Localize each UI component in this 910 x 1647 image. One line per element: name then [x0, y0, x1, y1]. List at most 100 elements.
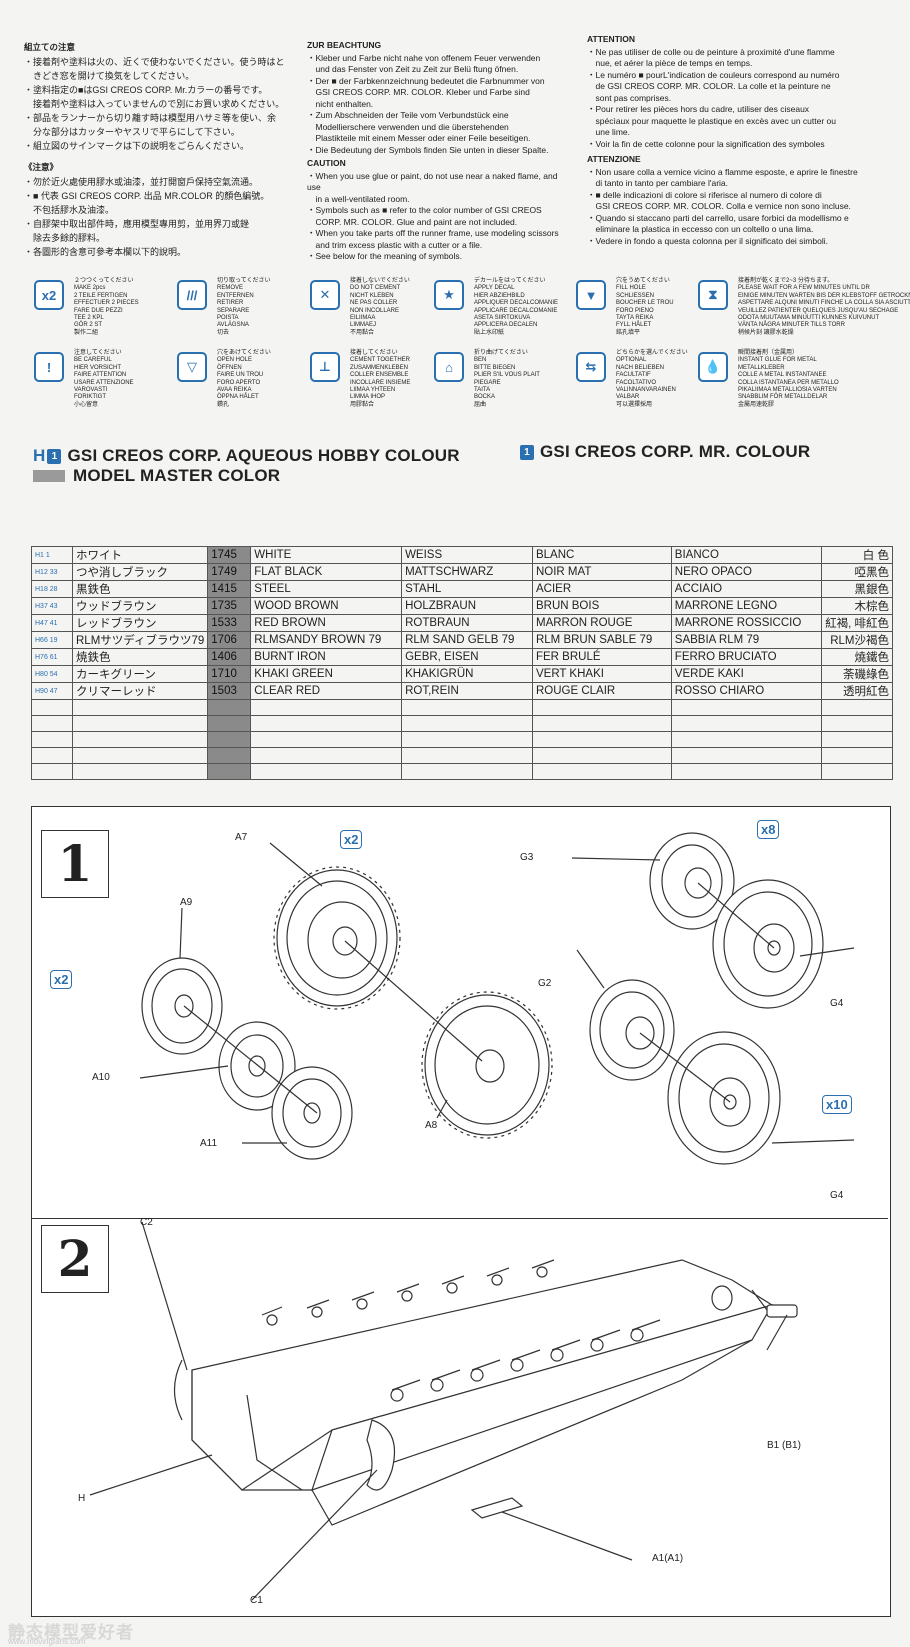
symbol-line: NE PAS COLLER — [350, 300, 398, 307]
color-cell-it: MARRONE ROSSICCIO — [670, 614, 823, 632]
color-cell-code: 1745 — [207, 546, 252, 564]
color-cell-empty — [401, 747, 533, 764]
symbol-line: APPLICERA DECALEN — [474, 322, 538, 329]
qty-g3-badge: x8 — [757, 820, 780, 839]
symbol-line: COLLER ENSEMBLE — [350, 372, 409, 379]
intro-line: nicht enthalten. — [307, 98, 374, 109]
intro-line: ・Voir la fin de cette colonne pour la si… — [587, 138, 825, 149]
color-cell-en: RLMSANDY BROWN 79 — [250, 631, 403, 649]
symbol-line: 2 TEILE FERTIGEN — [74, 292, 128, 299]
color-cell-empty — [207, 747, 252, 764]
symbol-line: 貼上水印紙 — [474, 329, 505, 336]
symbol-line: PLEASE WAIT FOR A FEW MINUTES UNTIL DR — [738, 285, 870, 292]
color-row-empty — [31, 731, 893, 748]
symbol-line: BOCKA — [474, 394, 496, 401]
color-cell-fr: ACIER — [531, 580, 672, 598]
symbol-wait: ⧗接着剤が乾くまで2~3 分待ちます。PLEASE WAIT FOR A FEW… — [698, 278, 910, 358]
part-a9-wheel — [141, 957, 223, 1055]
intro-line: ・Le numéro ■ pourL'indication de couleur… — [587, 69, 840, 80]
symbol-line: PIEGARE — [474, 379, 501, 386]
symbol-line: 折り曲げてください — [474, 350, 528, 356]
symbol-line: VALINNANVARAINEN — [616, 387, 676, 394]
intro-line: di tanto in tanto per cambiare l'aria. — [587, 178, 729, 188]
symbol-line: BITTE BIEGEN — [474, 364, 516, 371]
intro-line: GSI CREOS CORP. MR. COLOR. Kleber und Fa… — [307, 87, 530, 97]
intro-line: ・Pour retirer les pièces hors du cadre, … — [587, 104, 810, 114]
color-cell-code: 1749 — [207, 563, 252, 581]
color-cell-empty — [207, 763, 252, 780]
symbol-line: FILL HOLE — [616, 285, 646, 292]
symbol-line: 銘孔填平 — [616, 329, 641, 336]
label-a7: A7 — [235, 832, 248, 843]
color-cell-code: 1503 — [207, 682, 252, 700]
color-cell-empty — [401, 699, 533, 716]
color-cell-empty — [821, 715, 893, 732]
color-cell-zh: 啞黑色 — [821, 563, 893, 581]
symbol-line: 鑽孔 — [217, 401, 230, 408]
label-a11: A11 — [200, 1138, 218, 1149]
color-cell-en: WOOD BROWN — [250, 597, 403, 615]
color-cell-empty — [531, 699, 672, 716]
mr-badge: 1 — [520, 445, 534, 460]
bend-icon: ⌂ — [434, 352, 464, 382]
color-cell-de: STAHL — [401, 580, 533, 598]
symbol-line: ODOTA MUUTAMA MINUUTTI KUNNES KUIVUNUT — [738, 315, 880, 322]
intro-line: ・塗料指定の■はGSI CREOS CORP. Mr.カラーの番号です。 — [24, 85, 268, 95]
symbol-line: CEMENT TOGETHER — [350, 357, 411, 364]
label-g3: G3 — [520, 852, 534, 863]
color-cell-empty — [71, 747, 209, 764]
mr-title: GSI CREOS CORP. MR. COLOUR — [540, 442, 811, 461]
symbol-line: NON INCOLLARE — [350, 307, 400, 314]
color-cell-zh: RLM沙褐色 — [821, 631, 893, 649]
color-cell-ja: 黒鉄色 — [71, 580, 209, 598]
label-g4-lower: G4 — [830, 1190, 844, 1201]
symbol-line: SEPARARE — [217, 307, 250, 314]
intro-line: ・Quando si staccano parti del carrello, … — [587, 212, 849, 223]
color-cell-empty — [250, 699, 403, 716]
symbol-line: EFFECTUER 2 PIECES — [74, 300, 139, 307]
color-cell-id: H12 33 — [31, 563, 73, 581]
color-cell-empty — [531, 715, 672, 732]
do-not-cement-icon: ✕ — [310, 280, 340, 310]
suspension-arms-upper — [261, 1259, 555, 1326]
symbol-line: DO NOT CEMENT — [350, 285, 401, 292]
symbol-line: どちらかを選んでください — [616, 350, 688, 356]
symbol-line: FORIKTIGT — [74, 394, 106, 401]
color-cell-empty — [31, 747, 73, 764]
step-1-number: 1 — [41, 830, 109, 898]
intro-heading: ATTENTION — [587, 34, 636, 44]
qty-a9-badge: x2 — [50, 970, 73, 989]
symbol-line: ZUSAMMENKLEBEN — [350, 364, 409, 371]
intro-line: ・■ delle indicazioni di colore si riferi… — [587, 189, 822, 200]
step-1-diagram — [139, 832, 855, 1165]
idler-mount — [711, 1285, 733, 1311]
symbol-line: LIMMAEJ — [350, 322, 377, 329]
label-a10: A10 — [92, 1072, 110, 1083]
color-cell-fr: BLANC — [531, 546, 672, 564]
color-cell-code: 1533 — [207, 614, 252, 632]
make-two-icon: x2 — [34, 280, 64, 310]
intro-line: ・Symbols such as ■ refer to the color nu… — [307, 205, 542, 215]
color-cell-it: ACCIAIO — [670, 580, 823, 598]
symbol-line: VEUILLEZ PATIENTER QUELQUES JUSQU'AU SEC… — [738, 307, 899, 314]
color-cell-id: H66 19 — [31, 631, 73, 649]
symbol-line: FAIRE UN TROU — [217, 372, 264, 379]
symbol-line: 可以選擇採用 — [616, 401, 653, 408]
color-cell-fr: NOIR MAT — [531, 563, 672, 581]
symbol-line: PIKALIIMAA METALLIOSIA VARTEN — [738, 387, 837, 394]
color-cell-fr: ROUGE CLAIR — [531, 682, 672, 700]
open-hole-icon: ▽ — [177, 352, 207, 382]
step-2-diagram — [89, 1221, 798, 1601]
color-cell-empty — [670, 731, 823, 748]
model-master-swatch — [33, 470, 65, 482]
